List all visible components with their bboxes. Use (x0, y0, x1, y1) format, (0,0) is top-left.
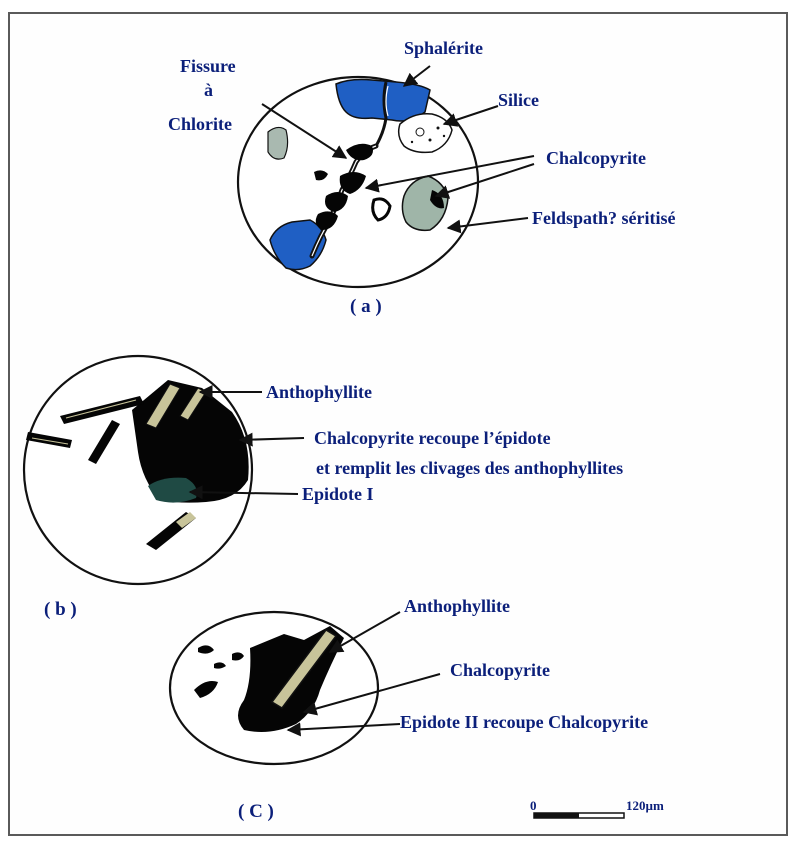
label-sphalerite: Sphalérite (404, 38, 483, 58)
label-anthophyllite-c: Anthophyllite (404, 596, 510, 616)
label-silice: Silice (498, 90, 539, 110)
label-feldspath: Feldspath? séritisé (532, 208, 676, 228)
panel-a (238, 66, 534, 287)
panel-b (24, 356, 304, 584)
scale-label-start: 0 (530, 796, 537, 816)
label-fissure-line2: à (204, 80, 213, 100)
caption-panel-a: ( a ) (350, 297, 382, 317)
label-fissure-line3: Chlorite (168, 114, 232, 134)
label-chalcopyrite-b-line2: et remplit les clivages des anthophyllit… (316, 458, 623, 478)
label-chalcopyrite-a: Chalcopyrite (546, 148, 646, 168)
scale-label-end: 120µm (626, 796, 664, 816)
label-chalcopyrite-c: Chalcopyrite (450, 660, 550, 680)
caption-panel-b: ( b ) (44, 600, 77, 620)
label-anthophyllite-b: Anthophyllite (266, 382, 372, 402)
panel-c (170, 612, 440, 764)
label-fissure-line1: Fissure (180, 56, 236, 76)
label-epidote-c: Epidote II recoupe Chalcopyrite (400, 712, 648, 732)
caption-panel-c: ( C ) (238, 802, 274, 822)
label-epidote-b: Epidote I (302, 484, 374, 504)
scale-bar (534, 813, 624, 818)
label-chalcopyrite-b-line1: Chalcopyrite recoupe l’épidote (314, 428, 551, 448)
feldspath-grain-small (268, 127, 288, 159)
